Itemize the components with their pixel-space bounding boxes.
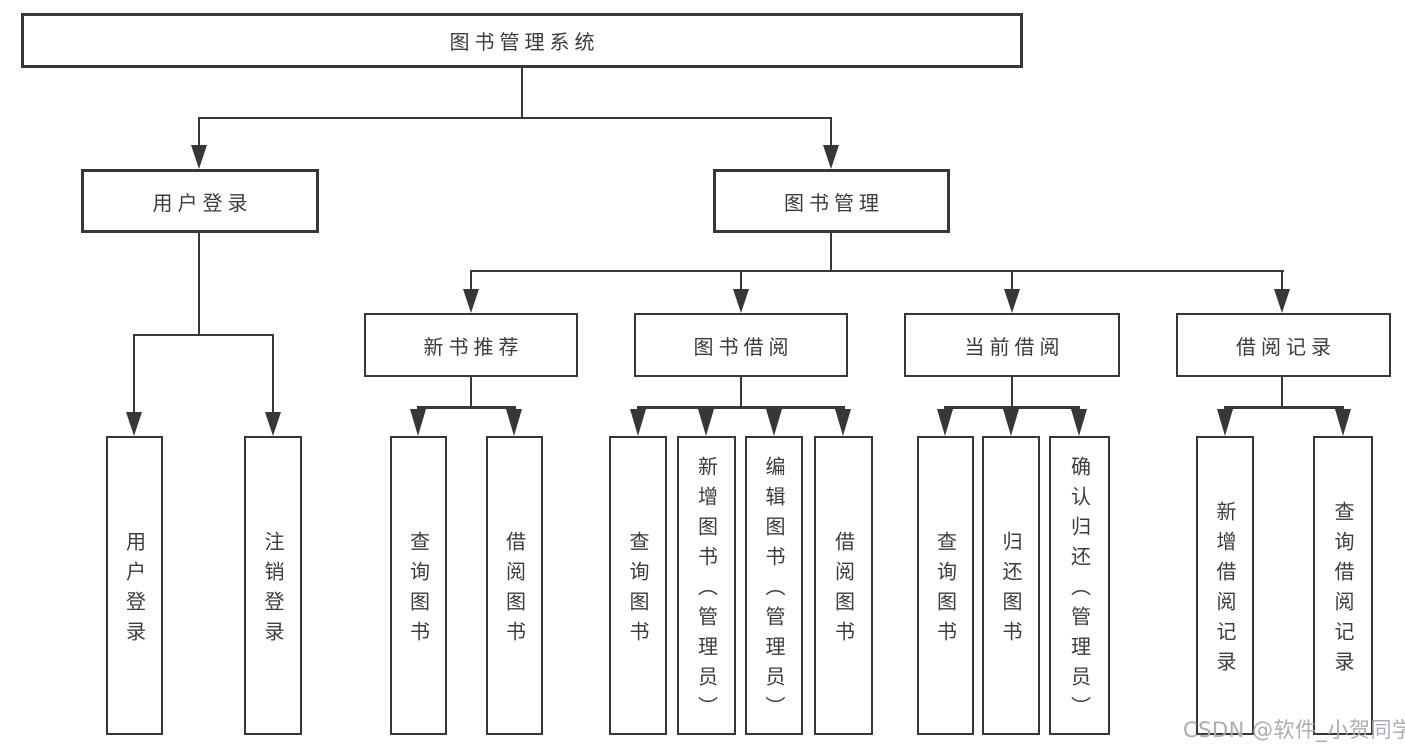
arrowhead-down-icon (937, 409, 953, 436)
node-user-login: 用户登录 (81, 169, 319, 233)
leaf-current-return-book: 归还图书 (982, 436, 1040, 735)
connector-v-line (1281, 377, 1283, 407)
node-book-borrowing: 图书借阅 (634, 313, 848, 377)
connector-h-line (417, 406, 516, 409)
node-borrowing-records-label: 借阅记录 (1236, 334, 1336, 359)
leaf-recommend-borrow-book: 借阅图书 (486, 436, 543, 735)
arrowhead-down-icon (506, 409, 522, 436)
leaf-recommend-query-book-label: 查询图书 (406, 530, 431, 651)
connector-v-line (198, 118, 200, 147)
leaf-current-confirm-return-admin: 确认归还（管理员） (1049, 436, 1110, 735)
leaf-current-query-book: 查询图书 (917, 436, 974, 735)
connector-v-line (740, 271, 742, 291)
connector-h-line (133, 334, 274, 336)
leaf-borrowing-add-book-admin: 新增图书（管理员） (677, 436, 736, 735)
connector-v-line (1281, 271, 1283, 291)
leaf-records-query-record: 查询借阅记录 (1313, 436, 1373, 735)
connector-v-line (1011, 377, 1013, 407)
node-new-book-recommend: 新书推荐 (364, 313, 578, 377)
connector-v-line (470, 377, 472, 407)
arrowhead-down-icon (191, 145, 207, 169)
leaf-records-add-record-label: 新增借阅记录 (1213, 500, 1237, 681)
connector-v-line (272, 335, 274, 413)
arrowhead-down-icon (1003, 409, 1019, 436)
leaf-current-confirm-return-admin-label: 确认归还（管理员） (1067, 455, 1092, 726)
arrowhead-down-icon (410, 409, 426, 436)
node-borrowing-records: 借阅记录 (1176, 313, 1391, 377)
leaf-recommend-borrow-book-label: 借阅图书 (502, 530, 527, 651)
leaf-current-query-book-label: 查询图书 (933, 530, 958, 651)
node-book-borrowing-label: 图书借阅 (693, 334, 794, 359)
arrowhead-down-icon (630, 409, 646, 436)
connector-h-line (198, 117, 832, 119)
node-library-system-label: 图书管理系统 (449, 30, 600, 54)
arrowhead-down-icon (126, 412, 142, 436)
leaf-borrowing-edit-book-admin: 编辑图书（管理员） (745, 436, 803, 735)
arrowhead-down-icon (1071, 409, 1087, 436)
connector-v-line (830, 233, 832, 271)
leaf-records-query-record-label: 查询借阅记录 (1331, 500, 1355, 681)
connector-h-line (944, 406, 1080, 409)
arrowhead-down-icon (1274, 289, 1290, 313)
connector-v-line (521, 68, 523, 118)
leaf-current-return-book-label: 归还图书 (999, 530, 1023, 651)
node-current-borrowing-label: 当前借阅 (964, 334, 1065, 359)
leaf-records-add-record: 新增借阅记录 (1196, 436, 1254, 735)
connector-v-line (740, 377, 742, 407)
arrowhead-down-icon (265, 412, 281, 436)
csdn-watermark: CSDN @软件_小贺同学 (1183, 718, 1405, 742)
connector-v-line (470, 271, 472, 291)
leaf-borrowing-query-book: 查询图书 (609, 436, 667, 735)
node-library-system: 图书管理系统 (21, 13, 1023, 68)
arrowhead-down-icon (835, 409, 851, 436)
connector-v-line (133, 335, 135, 413)
node-user-login-label: 用户登录 (152, 190, 253, 215)
leaf-logout: 注销登录 (244, 436, 302, 735)
leaf-borrowing-borrow-book: 借阅图书 (814, 436, 873, 735)
arrowhead-down-icon (733, 289, 749, 313)
connector-v-line (1011, 271, 1013, 291)
arrowhead-down-icon (463, 289, 479, 313)
leaf-borrowing-borrow-book-label: 借阅图书 (831, 530, 856, 651)
arrowhead-down-icon (1335, 409, 1351, 436)
node-new-book-recommend-label: 新书推荐 (423, 334, 524, 359)
arrowhead-down-icon (766, 409, 782, 436)
node-book-management-label: 图书管理 (784, 190, 884, 215)
arrowhead-down-icon (1004, 289, 1020, 313)
connector-h-line (637, 406, 845, 409)
leaf-user-login-label: 用户登录 (122, 530, 147, 651)
connector-h-line (1224, 406, 1344, 409)
leaf-user-login: 用户登录 (106, 436, 163, 735)
leaf-logout-label: 注销登录 (261, 530, 285, 651)
node-current-borrowing: 当前借阅 (904, 313, 1120, 377)
leaf-borrowing-edit-book-admin-label: 编辑图书（管理员） (762, 455, 786, 726)
node-book-management: 图书管理 (713, 169, 950, 233)
leaf-borrowing-add-book-admin-label: 新增图书（管理员） (694, 455, 719, 726)
leaf-recommend-query-book: 查询图书 (390, 436, 447, 735)
arrowhead-down-icon (698, 409, 714, 436)
arrowhead-down-icon (1217, 409, 1233, 436)
arrowhead-down-icon (823, 145, 839, 169)
connector-v-line (830, 118, 832, 147)
connector-v-line (198, 233, 200, 335)
leaf-borrowing-query-book-label: 查询图书 (626, 530, 650, 651)
connector-h-line (470, 270, 1284, 272)
